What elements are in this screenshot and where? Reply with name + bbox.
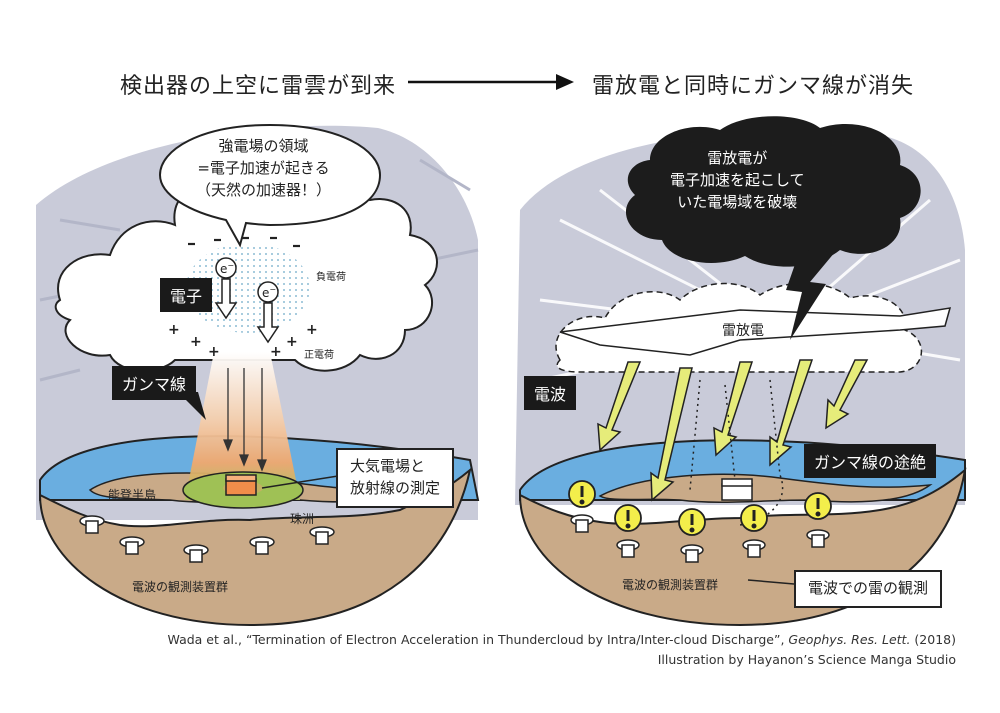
detector-left <box>225 474 257 496</box>
detector-right <box>721 478 753 501</box>
svg-text:+: + <box>208 344 220 360</box>
right-title: 雷放電と同時にガンマ線が消失 <box>592 74 915 99</box>
gamma-cutoff-label: ガンマ線の途絶 <box>804 444 937 478</box>
svg-text:+: + <box>286 334 298 350</box>
left-title: 検出器の上空に雷雲が到来 <box>120 74 397 99</box>
negative-charge-label: 負電荷 <box>316 272 346 283</box>
electron-symbol-left: e− <box>220 261 235 276</box>
radio-wave-arrows <box>597 359 869 502</box>
field-bubble-text: 強電場の領域 =電子加速が起きる （天然の加速器！） <box>196 137 332 199</box>
positive-charges: +++ +++ <box>168 322 318 360</box>
field-bubble <box>158 123 382 248</box>
citation: Wada et al., “Termination of Electron Ac… <box>167 632 956 647</box>
title-arrow <box>408 74 574 90</box>
right-radio-array-label: 電波の観測装置群 <box>622 578 719 592</box>
left-sensors <box>79 515 335 563</box>
discharge-label: 雷放電 <box>722 323 764 339</box>
radio-obs-pointer <box>747 579 795 585</box>
dark-cloud <box>625 116 921 340</box>
left-radio-array-label: 電波の観測装置群 <box>132 580 229 594</box>
peninsula-label: 能登半島 <box>108 488 157 502</box>
alert-icon <box>568 480 596 508</box>
right-sensors <box>570 514 830 563</box>
electron-left <box>214 257 238 320</box>
measurement-pointer <box>261 475 339 489</box>
dark-cloud-text: 雷放電が 電子加速を起こして いた電場域を破壊 <box>670 149 805 211</box>
alert-icon <box>678 508 706 536</box>
discharge-channel <box>559 307 952 356</box>
electron-right <box>256 281 280 344</box>
electron-label: 電子 <box>160 278 213 312</box>
svg-text:+: + <box>190 334 202 350</box>
gamma-label: ガンマ線 <box>112 366 197 400</box>
svg-text:+: + <box>306 322 318 338</box>
negative-charges <box>188 236 300 248</box>
svg-text:+: + <box>270 344 282 360</box>
alert-icon <box>614 504 642 532</box>
svg-text:+: + <box>168 322 180 338</box>
measurement-label: 大気電場と 放射線の測定 <box>336 448 455 508</box>
radio-observation-label: 電波での雷の観測 <box>794 570 943 608</box>
gamma-arrows <box>223 368 267 472</box>
alert-icon <box>804 492 832 520</box>
alert-icon <box>740 504 768 532</box>
electron-symbol-right: e− <box>262 285 277 300</box>
suzu-label: 珠洲 <box>290 512 315 526</box>
radio-wave-label: 電波 <box>524 376 577 410</box>
illustration-credit: Illustration by Hayanon’s Science Manga … <box>657 652 956 667</box>
positive-charge-label: 正電荷 <box>304 350 334 361</box>
alert-icons <box>568 480 832 536</box>
cutoff-dashes <box>689 379 784 526</box>
